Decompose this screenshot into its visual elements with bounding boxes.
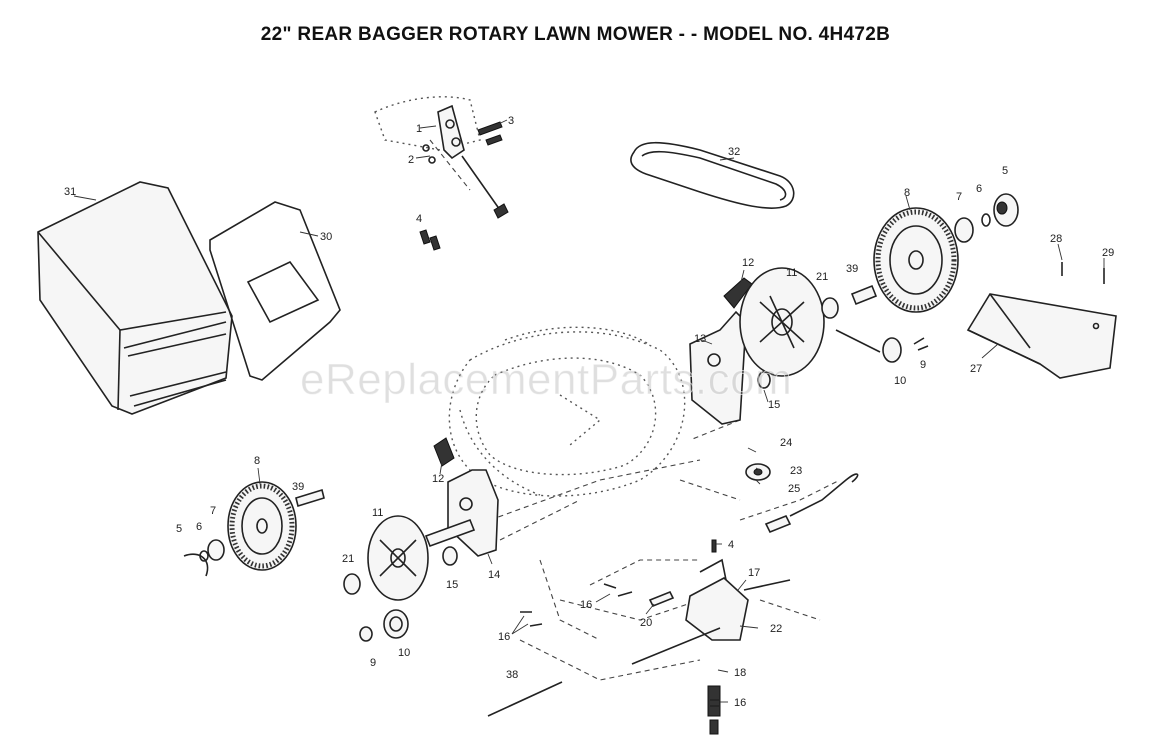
callout-12-left: 12 [432, 473, 444, 485]
grass-bag [37, 181, 233, 415]
mower-deck [448, 326, 686, 497]
callout-31: 31 [64, 186, 76, 198]
left-gear-assembly [343, 437, 499, 642]
callout-27: 27 [970, 363, 982, 375]
callout-9-left: 9 [370, 657, 376, 669]
callout-32: 32 [728, 146, 740, 158]
callout-25: 25 [788, 483, 800, 495]
callout-7-left: 7 [210, 505, 216, 517]
diagram-title: 22" REAR BAGGER ROTARY LAWN MOWER - - MO… [260, 24, 891, 45]
callout-8-left: 8 [254, 455, 260, 467]
assembly-lines [429, 139, 841, 681]
callout-15-right: 15 [768, 399, 780, 411]
callout-21-left: 21 [342, 553, 354, 565]
callout-5-left: 5 [176, 523, 182, 535]
callout-1: 1 [416, 123, 422, 135]
callout-39-right: 39 [846, 263, 858, 275]
transmission-assembly [487, 463, 859, 735]
callout-6-right: 6 [976, 183, 982, 195]
callout-39-left: 39 [292, 481, 304, 493]
callout-29: 29 [1102, 247, 1114, 259]
callout-8-right: 8 [904, 187, 910, 199]
callout-16-middle: 16 [580, 599, 592, 611]
right-gear-assembly [689, 267, 929, 425]
rear-baffle [966, 262, 1117, 379]
callout-6-left: 6 [196, 521, 202, 533]
callout-10-left: 10 [398, 647, 410, 659]
callout-23: 23 [790, 465, 802, 477]
callout-11-left: 11 [372, 507, 383, 519]
callout-17: 17 [748, 567, 760, 579]
callout-7-right: 7 [956, 191, 962, 203]
callout-11-right: 11 [786, 267, 797, 279]
callout-14: 14 [488, 569, 500, 581]
callout-10-right: 10 [894, 375, 906, 387]
callout-13: 13 [694, 333, 706, 345]
callout-18: 18 [734, 667, 746, 679]
callout-5-right: 5 [1002, 165, 1008, 177]
callout-4-lower: 4 [728, 539, 734, 551]
right-wheel [873, 193, 1019, 313]
drive-belt [630, 141, 795, 209]
callout-2: 2 [408, 154, 414, 166]
callout-20: 20 [640, 617, 652, 629]
callout-3: 3 [508, 115, 514, 127]
callout-24: 24 [780, 437, 792, 449]
callout-38: 38 [506, 669, 518, 681]
watermark: eReplacementParts.com [300, 355, 792, 404]
callout-30: 30 [320, 231, 332, 243]
callout-9-right: 9 [920, 359, 926, 371]
callout-16-left: 16 [498, 631, 510, 643]
callout-15-left: 15 [446, 579, 458, 591]
callout-labels: 31 30 3 1 2 4 32 8 7 6 5 28 29 27 12 11 … [64, 115, 1114, 709]
callout-4: 4 [416, 213, 422, 225]
callout-21-right: 21 [816, 271, 828, 283]
handle-bracket [374, 96, 509, 251]
callout-16-bottom: 16 [734, 697, 746, 709]
callout-12-right: 12 [742, 257, 754, 269]
callout-28: 28 [1050, 233, 1062, 245]
callout-22: 22 [770, 623, 782, 635]
leader-lines [73, 119, 1105, 703]
left-wheel [183, 481, 325, 577]
bag-frame [209, 201, 341, 381]
